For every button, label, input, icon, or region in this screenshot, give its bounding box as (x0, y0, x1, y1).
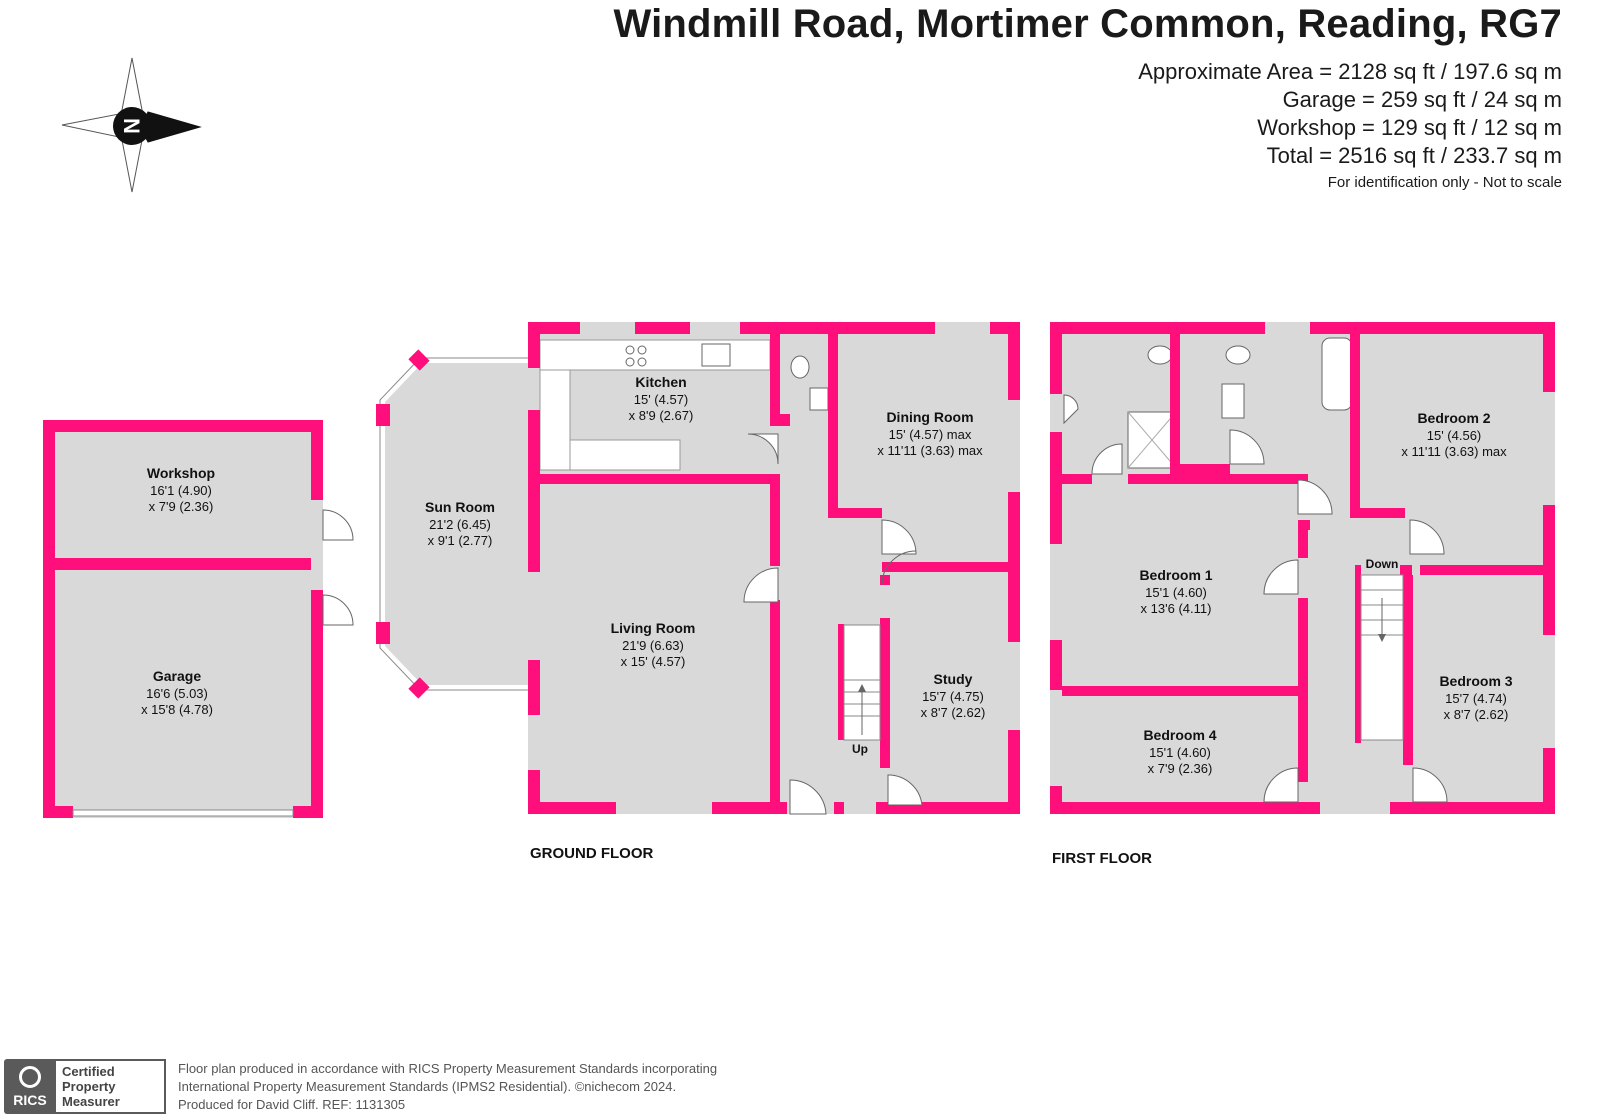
disclaimer-note: For identification only - Not to scale (1327, 174, 1562, 191)
garage-area: Garage = 259 sq ft / 24 sq m (1282, 87, 1562, 112)
room-label-kitchen: Kitchen 15' (4.57) x 8'9 (2.67) (629, 374, 694, 423)
room-dimension: x 7'9 (2.36) (1148, 761, 1213, 776)
room-label-bedroom-2: Bedroom 2 15' (4.56) x 11'11 (3.63) max (1401, 410, 1507, 459)
room-label-dining-room: Dining Room 15' (4.57) max x 11'11 (3.63… (877, 409, 983, 458)
room-dimension: 16'1 (4.90) (150, 483, 212, 498)
footer-line: International Property Measurement Stand… (178, 1079, 677, 1094)
room-name: Living Room (611, 620, 696, 636)
room-name: Study (934, 671, 973, 687)
room-dimension: x 7'9 (2.36) (149, 499, 214, 514)
room-label-bedroom-4: Bedroom 4 15'1 (4.60) x 7'9 (2.36) (1143, 727, 1216, 776)
footer-credits: Floor plan produced in accordance with R… (178, 1060, 717, 1114)
badge-line: Measurer (62, 1094, 120, 1109)
room-dimension: x 11'11 (3.63) max (877, 443, 983, 458)
room-label-living-room: Living Room 21'9 (6.63) x 15' (4.57) (611, 620, 696, 669)
footer-line: Floor plan produced in accordance with R… (178, 1061, 718, 1076)
ground-floor-label: GROUND FLOOR (530, 845, 653, 862)
room-name: Sun Room (425, 499, 495, 515)
room-name: Bedroom 1 (1139, 567, 1212, 583)
room-dimension: x 13'6 (4.11) (1141, 601, 1212, 616)
room-dimension: 15' (4.57) max (889, 427, 972, 442)
stairs-down-label: Down (1366, 557, 1399, 571)
room-dimension: 15'1 (4.60) (1145, 585, 1207, 600)
rics-brand: RICS (13, 1092, 47, 1108)
room-dimension: 16'6 (5.03) (146, 686, 208, 701)
room-dimension: 21'9 (6.63) (622, 638, 684, 653)
room-label-bedroom-1: Bedroom 1 15'1 (4.60) x 13'6 (4.11) (1139, 567, 1212, 616)
rics-badge: RICS Certified Property Measurer (4, 1059, 166, 1114)
room-name: Workshop (147, 465, 215, 481)
room-name: Dining Room (886, 409, 973, 425)
room-dimension: x 15'8 (4.78) (141, 702, 213, 717)
room-label-study: Study 15'7 (4.75) x 8'7 (2.62) (921, 671, 986, 720)
room-dimension: 15' (4.57) (634, 392, 689, 407)
room-dimension: x 11'11 (3.63) max (1401, 444, 1507, 459)
room-dimension: 15' (4.56) (1427, 428, 1482, 443)
room-dimension: 21'2 (6.45) (429, 517, 491, 532)
room-dimension: x 9'1 (2.77) (428, 533, 493, 548)
room-dimension: 15'1 (4.60) (1149, 745, 1211, 760)
first-floor-plan (1050, 322, 1555, 814)
badge-line: Property (62, 1079, 116, 1094)
room-name: Bedroom 4 (1143, 727, 1216, 743)
compass-letter: N (119, 118, 144, 134)
page-title: Windmill Road, Mortimer Common, Reading,… (613, 2, 1562, 46)
ground-floor-plan (375, 322, 1020, 815)
room-name: Bedroom 2 (1417, 410, 1490, 426)
room-dimension: 15'7 (4.75) (922, 689, 984, 704)
room-dimension: x 8'7 (2.62) (1444, 707, 1509, 722)
room-label-garage: Garage 16'6 (5.03) x 15'8 (4.78) (141, 668, 213, 717)
approximate-area: Approximate Area = 2128 sq ft / 197.6 sq… (1138, 59, 1562, 84)
room-dimension: x 15' (4.57) (621, 654, 686, 669)
room-name: Garage (153, 668, 201, 684)
footer-line: Produced for David Cliff. REF: 1131305 (178, 1097, 406, 1112)
total-area: Total = 2516 sq ft / 233.7 sq m (1266, 143, 1562, 168)
room-label-workshop: Workshop 16'1 (4.90) x 7'9 (2.36) (147, 465, 215, 514)
north-arrow-icon: N (61, 57, 202, 193)
rics-logo: RICS (4, 1059, 56, 1114)
outbuilding (43, 420, 354, 818)
stairs-up-label: Up (852, 742, 868, 756)
area-summary: Approximate Area = 2128 sq ft / 197.6 sq… (1138, 58, 1562, 191)
room-name: Kitchen (635, 374, 686, 390)
room-dimension: x 8'7 (2.62) (921, 705, 986, 720)
rics-lion-icon (19, 1066, 41, 1088)
certified-measurer-text: Certified Property Measurer (56, 1059, 166, 1114)
room-label-bedroom-3: Bedroom 3 15'7 (4.74) x 8'7 (2.62) (1439, 673, 1512, 722)
room-label-sun-room: Sun Room 21'2 (6.45) x 9'1 (2.77) (425, 499, 495, 548)
room-dimension: x 8'9 (2.67) (629, 408, 694, 423)
first-floor-label: FIRST FLOOR (1052, 850, 1152, 867)
room-dimension: 15'7 (4.74) (1445, 691, 1507, 706)
badge-line: Certified (62, 1064, 115, 1079)
workshop-area: Workshop = 129 sq ft / 12 sq m (1257, 115, 1562, 140)
room-name: Bedroom 3 (1439, 673, 1512, 689)
